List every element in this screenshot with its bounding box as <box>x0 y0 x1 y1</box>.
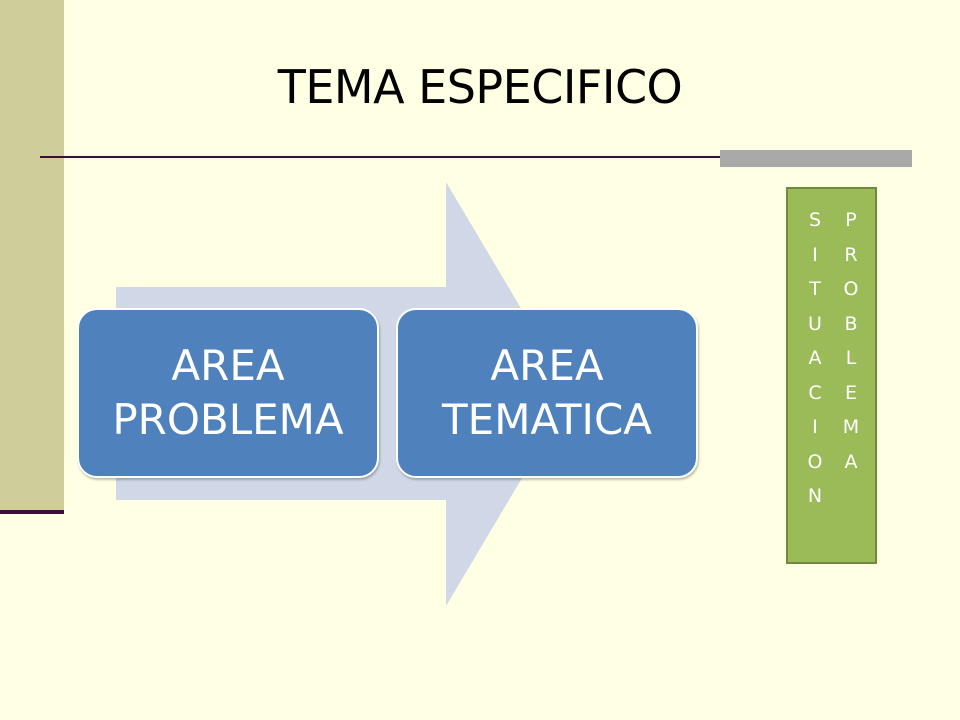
left-bar-underline <box>0 510 64 514</box>
letter: R <box>844 243 858 266</box>
slide-title: TEMA ESPECIFICO <box>277 60 683 114</box>
letter: S <box>808 209 822 231</box>
box-line: AREA <box>490 341 604 390</box>
letter: P <box>845 209 857 231</box>
letter: U <box>808 312 822 335</box>
letter: L <box>845 347 857 369</box>
box-line: PROBLEMA <box>112 395 344 444</box>
title-divider-accent <box>720 150 912 167</box>
letter: B <box>844 312 858 335</box>
letter: A <box>844 450 858 473</box>
area-tematica-box: AREA TEMATICA <box>396 308 698 478</box>
letter: T <box>809 278 821 300</box>
letter: O <box>807 450 823 473</box>
letter: M <box>842 416 860 438</box>
situacion-problema-panel: S I T U A C I O N P R O B L E M A <box>786 187 877 564</box>
left-decorative-bar <box>0 0 64 512</box>
letter: N <box>807 485 823 507</box>
title-divider <box>40 156 912 158</box>
letter: O <box>843 278 859 300</box>
letter: I <box>812 243 818 266</box>
letter: A <box>808 347 822 369</box>
letter: C <box>808 381 822 404</box>
area-problema-box: AREA PROBLEMA <box>77 308 379 478</box>
problema-column: P R O B L E M A <box>836 203 866 479</box>
letter: I <box>812 416 818 438</box>
situacion-column: S I T U A C I O N <box>800 203 830 514</box>
box-line: TEMATICA <box>442 395 652 444</box>
box-line: AREA <box>171 341 285 390</box>
letter: E <box>844 381 857 404</box>
